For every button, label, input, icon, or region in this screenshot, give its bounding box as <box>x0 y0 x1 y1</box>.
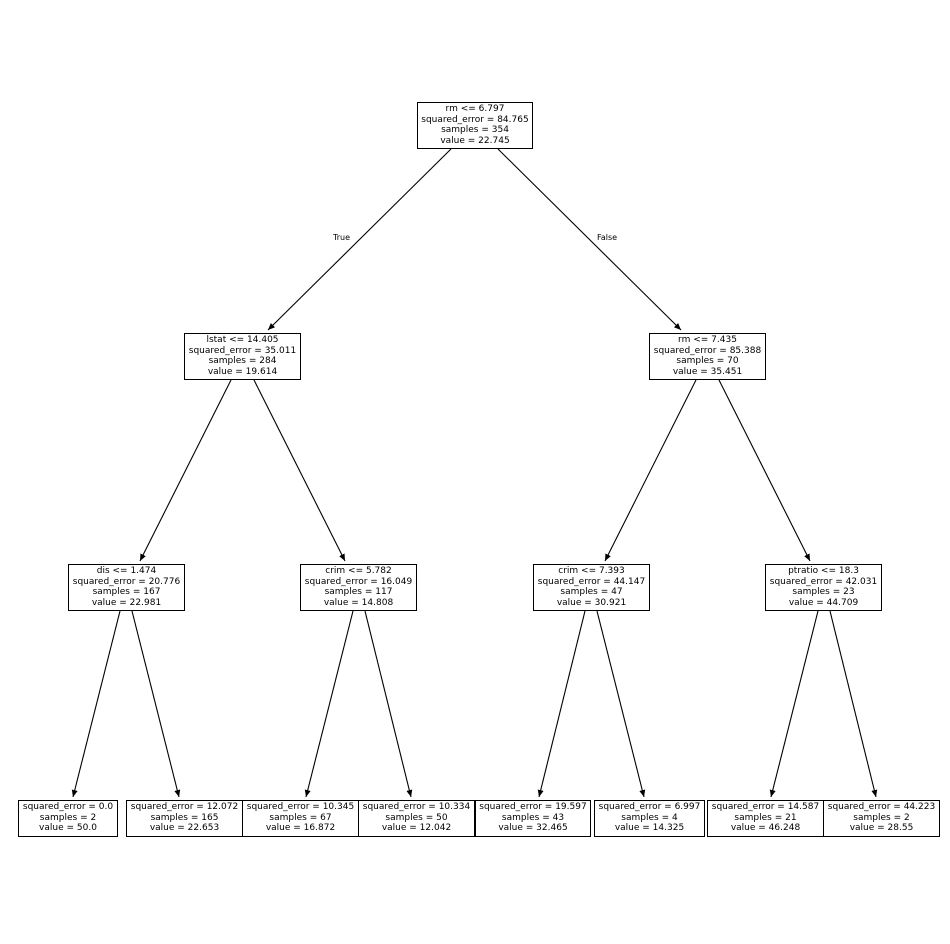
tree-edge-arrow <box>829 610 878 798</box>
node-samples-text: samples = 21 <box>734 812 797 823</box>
tree-edge-arrow <box>596 610 646 798</box>
node-value-text: value = 22.653 <box>149 823 220 834</box>
node-split-text: rm <= 6.797 <box>445 104 505 114</box>
node-samples-text: samples = 2 <box>39 812 97 823</box>
node-value-text: value = 22.981 <box>91 597 162 608</box>
node-split-text: crim <= 5.782 <box>325 566 392 576</box>
node-squared-error-text: squared_error = 85.388 <box>653 345 762 356</box>
node-squared-error-text: squared_error = 16.049 <box>304 576 413 587</box>
node-split-text: rm <= 7.435 <box>678 335 737 345</box>
node-value-text: value = 35.451 <box>672 366 743 377</box>
node-value-text: value = 50.0 <box>39 823 97 834</box>
node-split-text: ptratio <= 18.3 <box>788 566 859 576</box>
node-squared-error-text: squared_error = 0.0 <box>22 802 114 812</box>
node-samples-text: samples = 23 <box>792 587 855 598</box>
node-samples-text: samples = 284 <box>208 356 277 367</box>
node-squared-error-text: squared_error = 84.765 <box>421 114 529 125</box>
tree-edge-arrow <box>364 610 413 798</box>
node-value-text: value = 46.248 <box>730 823 801 834</box>
tree-edge-arrow <box>267 148 452 331</box>
tree-edge-arrow <box>304 610 354 798</box>
node-squared-error-text: squared_error = 19.597 <box>479 802 587 812</box>
node-squared-error-text: squared_error = 6.997 <box>598 802 701 812</box>
node-squared-error-text: squared_error = 14.587 <box>711 802 820 812</box>
tree-edge-arrow <box>71 610 121 798</box>
node-value-text: value = 14.808 <box>323 597 394 608</box>
node-samples-text: samples = 4 <box>621 812 678 823</box>
edge-label-true: True <box>333 233 350 242</box>
node-squared-error-text: squared_error = 12.072 <box>130 802 239 812</box>
node-split-text: crim <= 7.393 <box>558 566 625 576</box>
node-value-text: value = 22.745 <box>440 135 510 146</box>
tree-edge-arrow <box>131 610 181 798</box>
node-samples-text: samples = 2 <box>853 812 910 823</box>
tree-edge-arrow <box>497 148 682 331</box>
node-value-text: value = 30.921 <box>556 597 627 608</box>
node-squared-error-text: squared_error = 20.776 <box>72 576 181 587</box>
tree-edge-arrow <box>253 379 346 562</box>
node-squared-error-text: squared_error = 42.031 <box>769 576 878 587</box>
edge-label-false: False <box>597 233 618 242</box>
node-split-text: dis <= 1.474 <box>96 566 157 576</box>
node-samples-text: samples = 117 <box>324 587 393 598</box>
node-samples-text: samples = 165 <box>150 812 219 823</box>
node-value-text: value = 16.872 <box>265 823 336 834</box>
node-squared-error-text: squared_error = 44.147 <box>537 576 646 587</box>
node-value-text: value = 19.614 <box>207 366 278 377</box>
tree-edge-arrow <box>537 610 586 798</box>
node-value-text: value = 12.042 <box>381 823 452 834</box>
node-value-text: value = 14.325 <box>614 823 685 834</box>
node-samples-text: samples = 67 <box>269 812 332 823</box>
node-squared-error-text: squared_error = 44.223 <box>827 802 936 812</box>
node-squared-error-text: squared_error = 10.345 <box>246 802 355 812</box>
node-squared-error-text: squared_error = 10.334 <box>362 802 471 812</box>
node-samples-text: samples = 43 <box>501 812 565 823</box>
node-samples-text: samples = 70 <box>676 356 739 367</box>
node-samples-text: samples = 47 <box>560 587 623 598</box>
node-samples-text: samples = 167 <box>92 587 161 598</box>
tree-edge-arrow <box>139 379 232 562</box>
node-value-text: value = 28.55 <box>849 823 914 834</box>
node-squared-error-text: squared_error = 35.011 <box>188 345 297 356</box>
node-value-text: value = 32.465 <box>498 823 568 834</box>
tree-edge-arrow <box>718 379 811 562</box>
node-samples-text: samples = 50 <box>385 812 448 823</box>
node-split-text: lstat <= 14.405 <box>206 335 279 345</box>
tree-edge-arrow <box>604 379 697 562</box>
tree-edge-arrow <box>769 610 819 798</box>
node-samples-text: samples = 354 <box>441 125 509 136</box>
node-value-text: value = 44.709 <box>788 597 859 608</box>
